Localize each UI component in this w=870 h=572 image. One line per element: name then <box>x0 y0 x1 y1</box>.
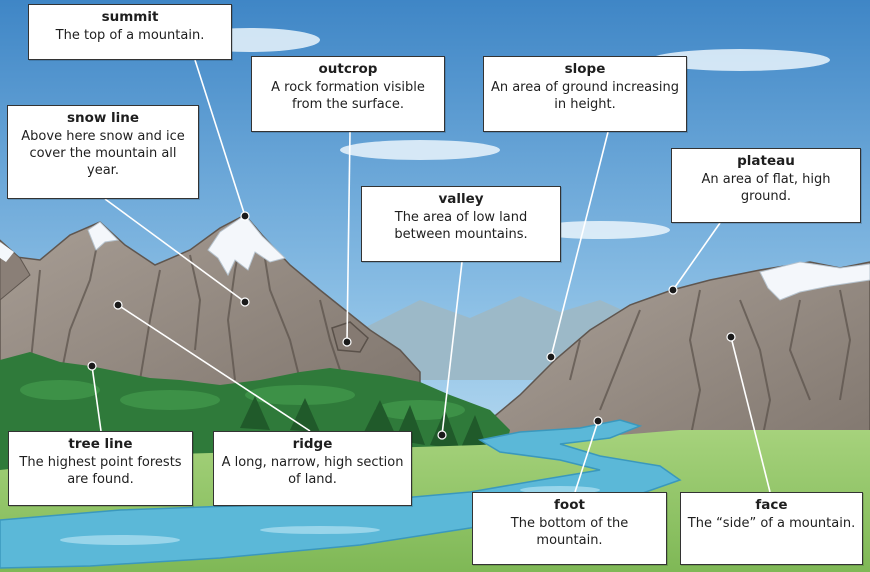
snow-cap-far-left <box>0 242 14 262</box>
definition-face: The “side” of a mountain. <box>687 515 856 531</box>
dot-summit <box>240 211 250 221</box>
term-valley: valley <box>438 191 484 207</box>
definition-ridge: A long, narrow, high section of land. <box>221 454 404 487</box>
snow-cap-plateau <box>759 261 870 301</box>
definition-plateau: An area of flat, high ground. <box>701 171 831 204</box>
definition-foot: The bottom of the mountain. <box>510 515 629 548</box>
term-foot: foot <box>554 497 585 513</box>
label-ridge: ridge A long, narrow, high section of la… <box>213 431 412 506</box>
leader-plateau <box>672 222 721 291</box>
dot-snowline <box>240 297 250 307</box>
label-outcrop: outcrop A rock formation visible from th… <box>251 56 445 132</box>
dot-treeline <box>87 361 97 371</box>
label-face: face The “side” of a mountain. <box>680 492 863 565</box>
leader-ridge <box>117 304 311 432</box>
right-mountain-range <box>489 261 870 471</box>
dot-face <box>726 332 736 342</box>
leader-summit <box>194 59 246 217</box>
label-foot: foot The bottom of the mountain. <box>472 492 667 565</box>
leader-snowline <box>104 198 246 303</box>
leader-slope <box>550 131 609 358</box>
term-plateau: plateau <box>737 153 795 169</box>
definition-snow-line: Above here snow and ice cover the mounta… <box>21 128 185 179</box>
definition-summit: The top of a mountain. <box>55 27 205 43</box>
leader-face <box>730 336 771 493</box>
term-slope: slope <box>564 61 606 77</box>
definition-slope: An area of ground increasing in height. <box>490 79 680 112</box>
forest-highlights <box>20 380 465 420</box>
dot-slope <box>546 352 556 362</box>
snow-cap-small <box>87 221 120 251</box>
term-face: face <box>755 497 788 513</box>
label-summit: summit The top of a mountain. <box>28 4 232 60</box>
river <box>0 419 682 569</box>
dot-outcrop <box>342 337 352 347</box>
term-ridge: ridge <box>292 436 333 452</box>
label-tree-line: tree line The highest point forests are … <box>8 431 193 506</box>
definition-outcrop: A rock formation visible from the surfac… <box>271 79 425 112</box>
leader-outcrop <box>346 131 351 343</box>
label-slope: slope An area of ground increasing in he… <box>483 56 687 132</box>
leader-foot <box>574 420 599 493</box>
term-summit: summit <box>101 9 159 25</box>
term-tree-line: tree line <box>68 436 133 452</box>
dot-ridge <box>113 300 123 310</box>
label-plateau: plateau An area of flat, high ground. <box>671 148 861 223</box>
leader-lines <box>91 59 771 493</box>
definition-valley: The area of low land between mountains. <box>394 209 528 242</box>
dot-foot <box>593 416 603 426</box>
snow-cap-main <box>207 214 286 277</box>
leader-treeline <box>91 365 102 432</box>
dot-plateau <box>668 285 678 295</box>
dot-valley <box>437 430 447 440</box>
label-snow-line: snow line Above here snow and ice cover … <box>7 105 199 199</box>
term-outcrop: outcrop <box>318 61 378 77</box>
definition-tree-line: The highest point forests are found. <box>19 454 182 487</box>
term-snow-line: snow line <box>66 110 140 126</box>
anchor-dots <box>87 211 736 440</box>
leader-valley <box>441 261 463 436</box>
rock-fissures-right <box>569 289 852 451</box>
label-valley: valley The area of low land between moun… <box>361 186 561 262</box>
